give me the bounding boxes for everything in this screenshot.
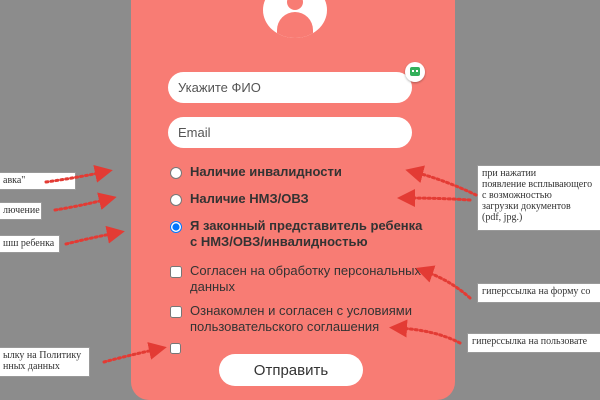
note-right-3: гиперссылка на пользовате <box>467 333 600 353</box>
robot-icon[interactable] <box>405 62 425 82</box>
note-right-2: гиперссылка на форму со <box>477 283 600 303</box>
submit-button[interactable]: Отправить <box>219 354 363 386</box>
note-left-3: шш ребенка <box>0 235 60 253</box>
option-label: Наличие инвалидности <box>190 164 342 179</box>
checkbox-user-agreement[interactable] <box>170 306 182 318</box>
option-legal-rep[interactable]: Я законный представитель ребенка с НМЗ/О… <box>170 218 430 250</box>
arrow <box>102 342 167 364</box>
arrow <box>405 165 478 197</box>
checkbox-privacy-policy[interactable] <box>170 343 181 354</box>
radio-legal-rep[interactable] <box>170 221 182 233</box>
arrow <box>53 192 117 212</box>
arrow <box>389 319 462 345</box>
option-label: Я законный представитель ребенка с НМЗ/О… <box>190 218 423 249</box>
arrow <box>44 165 113 184</box>
arrow <box>397 189 472 208</box>
consent-label: Согласен на обработку персональных данны… <box>190 263 422 294</box>
checkbox-personal-data[interactable] <box>170 266 182 278</box>
consent-user-agreement[interactable]: Ознакомлен и согласен с условиями пользо… <box>170 303 430 335</box>
fio-input[interactable] <box>168 72 412 103</box>
arrow <box>415 265 472 300</box>
note-left-2: лючение <box>0 202 42 220</box>
note-left-1: авка" <box>0 172 76 190</box>
consent-label: Ознакомлен и согласен с условиями пользо… <box>190 303 412 334</box>
consent-personal-data[interactable]: Согласен на обработку персональных данны… <box>170 263 430 295</box>
radio-disability[interactable] <box>170 167 182 179</box>
note-left-4: ылку на Политику нных данных <box>0 347 90 377</box>
option-label: Наличие НМЗ/ОВЗ <box>190 191 309 206</box>
note-right-1: при нажатии появление всплывающего с воз… <box>477 165 600 231</box>
option-disability[interactable]: Наличие инвалидности <box>170 164 342 180</box>
option-nmz-ovz[interactable]: Наличие НМЗ/ОВЗ <box>170 191 309 207</box>
radio-nmz-ovz[interactable] <box>170 194 182 206</box>
arrow <box>64 225 125 246</box>
email-input[interactable] <box>168 117 412 148</box>
